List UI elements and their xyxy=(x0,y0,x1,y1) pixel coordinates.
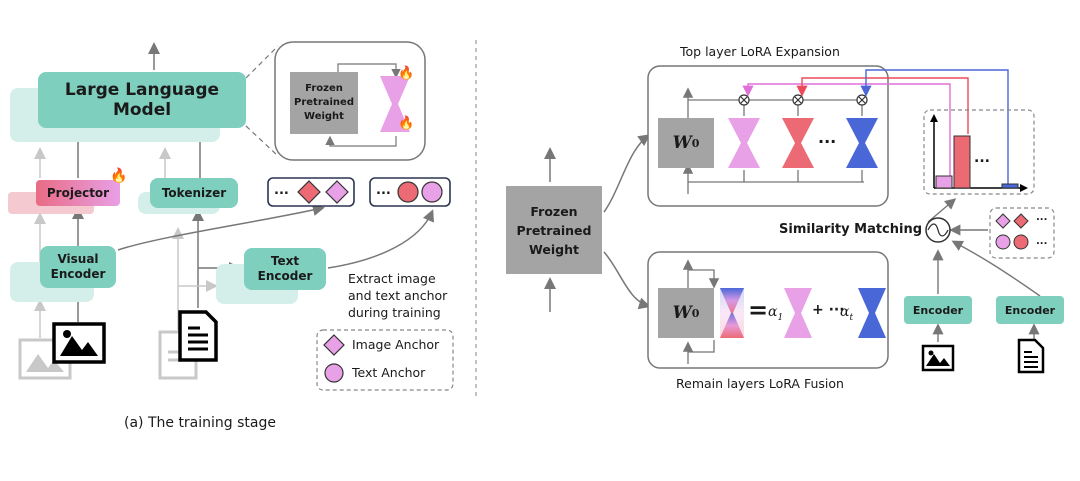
plus-dots: + ··· xyxy=(812,302,845,318)
frozen-weight-large: Frozen Pretrained Weight xyxy=(506,186,602,274)
w0-top-letter: W xyxy=(672,133,692,153)
flame-icon: 🔥 xyxy=(110,168,128,184)
anchor-bank-ellipsis-bottom: ... xyxy=(1036,236,1048,247)
extract-note: Extract image and text anchor during tra… xyxy=(348,270,447,321)
visual-encoder-line2: Encoder xyxy=(50,267,106,281)
frozen-weight-large-line3: Weight xyxy=(529,241,579,257)
text-encoder-line1: Text xyxy=(270,254,300,268)
lora-red-icon xyxy=(782,118,814,168)
left-caption: (a) The training stage xyxy=(124,415,276,431)
equals-sign: = xyxy=(748,296,769,324)
fusion-blue-icon xyxy=(858,288,886,338)
text-anchor-legend-icon xyxy=(324,363,344,383)
image-anchor-legend: Image Anchor xyxy=(352,337,440,352)
similarity-matching-label: Similarity Matching xyxy=(779,222,923,237)
lora-ellipsis: ... xyxy=(818,128,837,147)
lora-pink-icon xyxy=(728,118,760,168)
frozen-weight-small-line2: Pretrained xyxy=(294,97,354,108)
image-anchor-legend-icon xyxy=(323,334,345,356)
frozen-weight-large-line2: Pretrained xyxy=(516,222,592,238)
histogram-ellipsis: ... xyxy=(974,150,990,166)
frozen-weight-small-line1: Frozen xyxy=(305,83,343,94)
w0-top-sub: 0 xyxy=(691,136,700,150)
visual-encoder-block: Visual Encoder xyxy=(40,246,116,288)
tokenizer-block: Tokenizer xyxy=(150,178,238,208)
visual-encoder-line1: Visual xyxy=(57,252,99,266)
llm-block: Large Language Model xyxy=(38,72,246,128)
frozen-weight-large-line1: Frozen xyxy=(530,203,578,219)
image-icon-small xyxy=(921,344,955,372)
text-encoder-block: Text Encoder xyxy=(244,248,326,290)
text-anchor-tokens xyxy=(397,181,443,203)
fused-lora-icon xyxy=(720,288,744,338)
w0-bottom-letter: W xyxy=(672,303,692,323)
anchor-bank-icons xyxy=(995,213,1029,250)
frozen-weight-small-line3: Weight xyxy=(304,111,344,122)
flame-icon: 🔥 xyxy=(398,66,415,81)
text-encoder-line2: Encoder xyxy=(257,269,313,283)
fusion-pink-icon xyxy=(784,288,812,338)
text-encoder-right-block: Encoder xyxy=(996,296,1064,324)
alpha-t: αt xyxy=(840,304,853,323)
alpha-t-symbol: α xyxy=(840,304,850,320)
alpha-1-sub: 1 xyxy=(777,312,784,323)
extract-note-line3: during training xyxy=(348,305,441,320)
text-anchor-ellipsis: ... xyxy=(376,183,391,198)
image-anchor-ellipsis: ... xyxy=(274,183,289,198)
anchor-bank-ellipsis-top: ... xyxy=(1036,212,1048,223)
document-icon-small xyxy=(1017,338,1045,374)
frozen-weight-small: Frozen Pretrained Weight xyxy=(290,72,358,134)
bottom-layer-title: Remain layers LoRA Fusion xyxy=(676,376,844,391)
alpha-1-symbol: α xyxy=(768,304,778,320)
top-layer-title: Top layer LoRA Expansion xyxy=(680,44,840,59)
extract-note-line2: and text anchor xyxy=(348,288,448,303)
image-icon xyxy=(52,322,106,364)
alpha-1: α1 xyxy=(768,304,783,323)
extract-note-line1: Extract image xyxy=(348,271,436,286)
image-encoder-block: Encoder xyxy=(904,296,972,324)
projector-block: Projector xyxy=(36,180,120,206)
alpha-t-sub: t xyxy=(849,312,854,323)
right-connectors xyxy=(544,65,1055,369)
lora-blue-icon xyxy=(846,118,878,168)
w0-bottom-sub: 0 xyxy=(691,306,700,320)
flame-icon: 🔥 xyxy=(398,116,415,131)
document-icon xyxy=(178,310,218,362)
text-anchor-legend: Text Anchor xyxy=(352,365,426,380)
image-anchor-tokens xyxy=(297,180,349,204)
lora-adapter-icon xyxy=(380,76,410,132)
